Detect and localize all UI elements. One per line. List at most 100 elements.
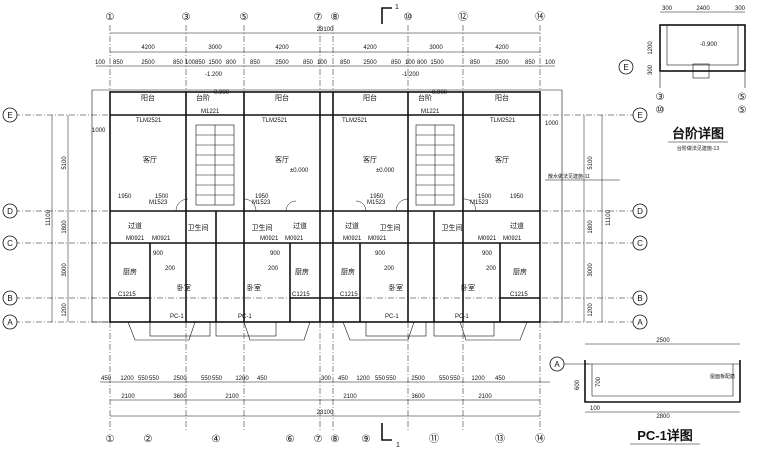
svg-text:客厅: 客厅	[363, 155, 377, 164]
svg-text:TLM2521: TLM2521	[136, 118, 162, 124]
svg-text:1000: 1000	[92, 128, 106, 134]
right-dimensions: 5100 1800 3000 1200 11100	[583, 115, 612, 322]
svg-text:850: 850	[340, 60, 351, 66]
svg-text:②: ②	[144, 434, 153, 445]
svg-text:4200: 4200	[141, 45, 155, 51]
svg-text:2500: 2500	[363, 60, 377, 66]
svg-text:2500: 2500	[173, 376, 187, 382]
svg-text:PC-1: PC-1	[455, 314, 469, 320]
svg-text:3600: 3600	[173, 394, 187, 400]
svg-text:台阶做法见建施-13: 台阶做法见建施-13	[677, 145, 719, 152]
svg-text:2500: 2500	[141, 60, 155, 66]
svg-text:A: A	[637, 318, 643, 327]
svg-text:台阶: 台阶	[418, 93, 432, 102]
svg-text:M0921: M0921	[503, 236, 522, 242]
svg-text:850: 850	[113, 60, 124, 66]
svg-text:850: 850	[303, 60, 314, 66]
svg-text:11100: 11100	[46, 209, 52, 225]
svg-text:850: 850	[391, 60, 402, 66]
svg-text:4200: 4200	[275, 45, 289, 51]
top-dimensions: 23100 4200 3000 4200 4200 3000 4200 100 …	[95, 27, 556, 67]
svg-text:200: 200	[268, 266, 279, 272]
svg-text:3000: 3000	[208, 45, 222, 51]
right-row-axes: E D C B A	[632, 107, 648, 330]
svg-text:1200: 1200	[356, 376, 370, 382]
svg-text:M0921: M0921	[343, 236, 362, 242]
svg-text:⑭: ⑭	[535, 11, 545, 23]
svg-text:1200: 1200	[62, 303, 68, 317]
svg-text:100: 100	[590, 406, 601, 412]
svg-text:PC-1: PC-1	[238, 314, 252, 320]
svg-text:卫生间: 卫生间	[188, 223, 209, 232]
vertical-axis-lines	[109, 25, 541, 430]
svg-text:100: 100	[95, 60, 106, 66]
svg-text:2400: 2400	[696, 6, 710, 12]
bottom-dimensions: 450 1200 550 550 2500 550 550 1200 450 4…	[100, 376, 550, 417]
svg-text:1500: 1500	[478, 194, 492, 200]
svg-text:⑧: ⑧	[331, 12, 340, 23]
svg-text:200: 200	[384, 266, 395, 272]
svg-text:A: A	[7, 318, 13, 327]
svg-text:-0.900: -0.900	[700, 42, 718, 48]
svg-text:1200: 1200	[588, 303, 594, 317]
svg-text:2100: 2100	[478, 394, 492, 400]
svg-text:TLM2521: TLM2521	[262, 118, 288, 124]
svg-text:23100: 23100	[317, 27, 334, 33]
svg-text:⑭: ⑭	[535, 433, 545, 445]
svg-text:M0921: M0921	[478, 236, 497, 242]
svg-text:E: E	[623, 63, 628, 72]
svg-text:300: 300	[735, 6, 746, 12]
svg-text:1800: 1800	[588, 220, 594, 234]
svg-text:5100: 5100	[62, 156, 68, 170]
svg-text:1950: 1950	[255, 194, 269, 200]
svg-text:屋面板配筋: 屋面板配筋	[710, 373, 735, 380]
svg-text:550: 550	[201, 376, 212, 382]
svg-text:550: 550	[138, 376, 149, 382]
interior-dimensions: 1000 1000 1950 1950 1950 1950 1500 1500 …	[92, 121, 559, 382]
svg-text:550: 550	[450, 376, 461, 382]
svg-text:⑦: ⑦	[314, 434, 323, 445]
svg-text:2500: 2500	[656, 338, 670, 344]
svg-text:M1523: M1523	[149, 200, 168, 206]
svg-text:PC-1: PC-1	[170, 314, 184, 320]
svg-text:4200: 4200	[495, 45, 509, 51]
svg-text:①: ①	[106, 434, 115, 445]
svg-text:850: 850	[525, 60, 536, 66]
svg-text:卧室: 卧室	[461, 283, 475, 292]
svg-text:1800: 1800	[62, 220, 68, 234]
svg-text:550: 550	[375, 376, 386, 382]
svg-text:C: C	[637, 239, 643, 248]
room-labels: 阳台 阳台 阳台 阳台 台阶 台阶 客厅 客厅 客厅 客厅 过道 过道 过道 过…	[123, 93, 527, 292]
svg-text:台阶: 台阶	[196, 93, 210, 102]
stairs	[195, 124, 455, 206]
svg-text:850: 850	[195, 60, 206, 66]
svg-text:850: 850	[173, 60, 184, 66]
svg-text:PC-1详图: PC-1详图	[637, 428, 693, 443]
svg-text:C1215: C1215	[510, 292, 528, 298]
svg-text:-0.900: -0.900	[430, 90, 448, 96]
svg-text:450: 450	[257, 376, 268, 382]
svg-text:1950: 1950	[510, 194, 524, 200]
svg-text:C1215: C1215	[292, 292, 310, 298]
svg-text:900: 900	[270, 251, 281, 257]
svg-text:1: 1	[396, 442, 400, 449]
svg-text:450: 450	[101, 376, 112, 382]
svg-text:550: 550	[212, 376, 223, 382]
svg-text:过道: 过道	[510, 221, 524, 230]
svg-text:M0921: M0921	[152, 236, 171, 242]
svg-text:客厅: 客厅	[143, 155, 157, 164]
step-detail: 300 2400 300 -0.900 1200 300 E ③ ⑤ ⑩ ⑤ 台…	[618, 6, 747, 152]
svg-text:M1523: M1523	[470, 200, 489, 206]
section-mark-bottom: 1	[381, 423, 400, 449]
svg-text:900: 900	[482, 251, 493, 257]
svg-text:1500: 1500	[155, 194, 169, 200]
svg-text:阳台: 阳台	[495, 93, 509, 102]
svg-text:-0.900: -0.900	[212, 90, 230, 96]
svg-text:850: 850	[470, 60, 481, 66]
svg-text:客厅: 客厅	[495, 155, 509, 164]
svg-text:900: 900	[375, 251, 386, 257]
svg-text:阳台: 阳台	[363, 93, 377, 102]
svg-text:2100: 2100	[343, 394, 357, 400]
svg-text:550: 550	[149, 376, 160, 382]
